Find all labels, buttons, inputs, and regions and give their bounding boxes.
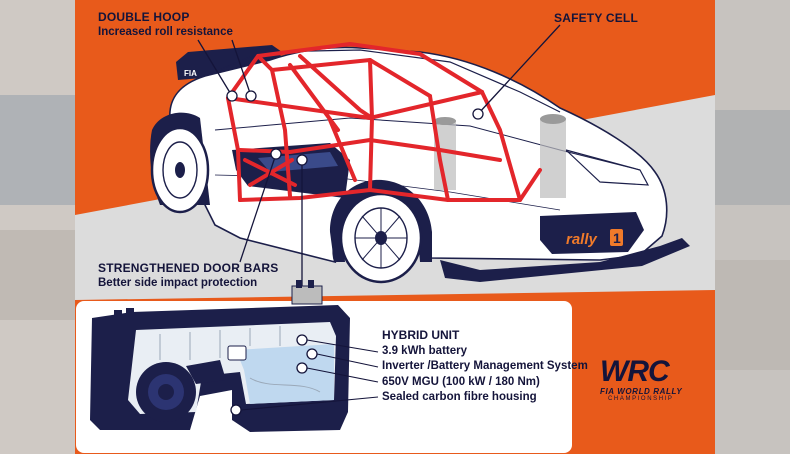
front-splitter [440,238,690,282]
inverter-bms-block [236,344,334,404]
roll-cage [226,42,542,202]
callout-dot-safety-cell [472,108,484,120]
rally-badge-word: rally [566,231,598,248]
callout-dot-hybrid [296,154,308,166]
hybrid-spec-housing: Sealed carbon fibre housing [382,391,537,403]
rally-badge-number-box [610,229,623,246]
rally-car: FIA rally 1 [150,45,690,284]
wrc-logo-line1: FIA WORLD RALLY [600,387,683,396]
hybrid-spec-inverter: Inverter /Battery Management System [382,360,588,372]
hybrid-unit-title: HYBRID UNIT [382,328,460,342]
wrc-logo-line2: CHAMPIONSHIP [608,396,674,402]
hybrid-spec-mgu: 650V MGU (100 kW / 180 Nm) [382,375,540,388]
label-double-hoop: DOUBLE HOOP Increased roll resistance [98,10,233,40]
label-door-bars-title: STRENGTHENED DOOR BARS [98,261,279,275]
label-safety-cell: SAFETY CELL [554,11,638,26]
hybrid-spec-battery: 3.9 kWh battery [382,344,467,357]
hybrid-unit-specs: HYBRID UNIT 3.9 kWh battery Inverter /Ba… [382,328,588,406]
fia-badge: FIA [184,69,197,78]
callout-leaders [197,24,561,288]
callout-dot-hoop-2 [245,90,257,102]
callout-dot-door-bars [270,148,282,160]
label-door-bars: STRENGTHENED DOOR BARS Better side impac… [98,261,278,291]
rally-badge-number: 1 [613,230,621,246]
left-blur-margin [0,0,75,454]
hybrid-unit-illustration [90,280,379,432]
wrc-logo: WRC FIA WORLD RALLY CHAMPIONSHIP [600,357,710,407]
wrc-wordmark: WRC [600,355,670,388]
label-door-bars-subtitle: Better side impact protection [98,277,258,289]
callout-dot-hoop-1 [226,90,238,102]
label-safety-cell-title: SAFETY CELL [554,11,638,25]
label-double-hoop-subtitle: Increased roll resistance [98,26,233,38]
label-double-hoop-title: DOUBLE HOOP [98,10,190,24]
right-blur-margin [715,0,790,454]
